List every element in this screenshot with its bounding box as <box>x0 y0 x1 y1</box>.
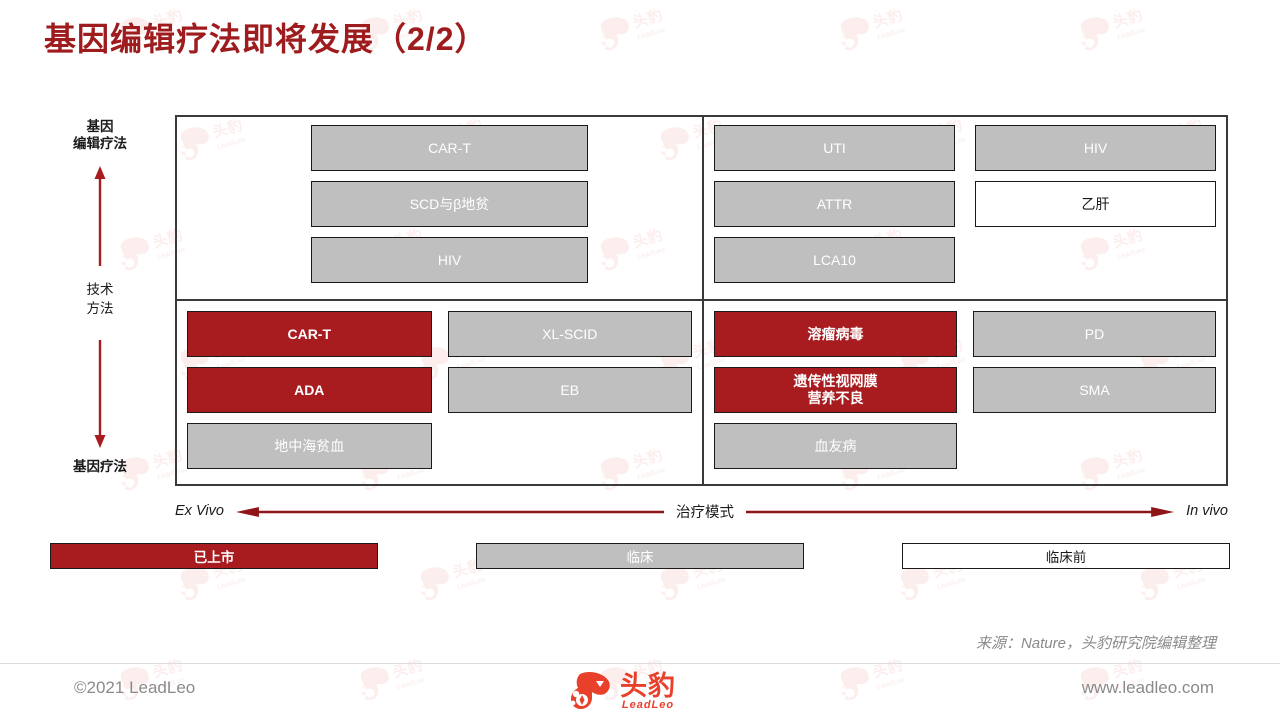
quadrant-top-right-column: HIV 乙肝 <box>965 117 1226 299</box>
horizontal-axis-center-label: 治疗模式 <box>676 504 734 521</box>
matrix-cell[interactable]: EB <box>447 367 692 413</box>
arrow-right-icon <box>746 505 1175 517</box>
svg-text:LeadLeo: LeadLeo <box>1116 26 1146 41</box>
svg-text:LeadLeo: LeadLeo <box>456 576 486 591</box>
matrix-cell[interactable]: HIV <box>311 237 588 283</box>
quadrant-top-left-column: CAR-T SCD与β地贫 HIV <box>177 117 702 299</box>
legend-item[interactable]: 临床前 <box>902 543 1230 569</box>
therapy-matrix: CAR-T SCD与β地贫 HIV UTI ATTR LCA10 HIV 乙肝 CAR-T A… <box>175 115 1228 486</box>
arrow-left-icon <box>235 505 664 517</box>
matrix-cell[interactable]: HIV <box>975 125 1216 171</box>
svg-text:LeadLeo: LeadLeo <box>936 576 966 591</box>
svg-text:头豹: 头豹 <box>631 6 665 32</box>
leopard-logo-icon <box>568 668 614 717</box>
horizontal-axis-left-label: Ex Vivo <box>175 503 224 519</box>
footer-divider <box>0 663 1280 664</box>
page-title: 基因编辑疗法即将发展（2/2） <box>44 21 488 57</box>
svg-text:LeadLeo: LeadLeo <box>1176 576 1206 591</box>
matrix-cell[interactable]: 乙肝 <box>975 181 1216 227</box>
matrix-cell[interactable]: XL-SCID <box>447 311 692 357</box>
matrix-cell[interactable]: 遗传性视网膜 营养不良 <box>714 367 957 413</box>
svg-text:LeadLeo: LeadLeo <box>696 576 726 591</box>
svg-text:LeadLeo: LeadLeo <box>876 26 906 41</box>
horizontal-axis-right-label: In vivo <box>1186 503 1229 519</box>
matrix-cell[interactable]: PD <box>973 311 1216 357</box>
matrix-horizontal-divider <box>177 299 1226 301</box>
quadrant-bottom-right-column: 溶瘤病毒遗传性视网膜 营养不良血友病 <box>704 301 965 484</box>
quadrant-bottom-left-column: XL-SCID EB <box>440 301 703 484</box>
legend-item[interactable]: 临床 <box>476 543 804 569</box>
matrix-vertical-divider <box>702 117 704 484</box>
quadrant-top-left: CAR-T SCD与β地贫 HIV <box>177 117 702 299</box>
copyright-text: ©2021 LeadLeo <box>74 678 196 697</box>
arrow-down-icon <box>93 340 107 448</box>
quadrant-bottom-right-column: PD SMA <box>965 301 1226 484</box>
matrix-cell[interactable]: UTI <box>714 125 955 171</box>
matrix-cell[interactable]: 血友病 <box>714 423 957 469</box>
matrix-cell[interactable]: ATTR <box>714 181 955 227</box>
svg-text:LeadLeo: LeadLeo <box>216 576 246 591</box>
vertical-axis-bottom-label: 基因疗法 <box>73 459 127 474</box>
matrix-cell[interactable]: CAR-T <box>311 125 588 171</box>
vertical-axis: 基因 编辑疗法 技术 方法 基因疗法 <box>52 118 148 488</box>
svg-text:头豹: 头豹 <box>1111 6 1145 32</box>
svg-text:头豹: 头豹 <box>871 6 905 32</box>
quadrant-bottom-left: CAR-T ADA 地中海贫血 XL-SCID EB <box>177 301 702 484</box>
svg-text:LeadLeo: LeadLeo <box>636 26 666 41</box>
matrix-cell[interactable]: SMA <box>973 367 1216 413</box>
vertical-axis-top-label: 基因 编辑疗法 <box>73 119 127 151</box>
legend-item[interactable]: 已上市 <box>50 543 378 569</box>
vertical-axis-middle-label: 技术 方法 <box>86 282 114 316</box>
arrow-up-icon <box>93 166 107 266</box>
brand-name-en: LeadLeo <box>621 699 675 711</box>
source-note: 来源：Nature，头豹研究院编辑整理 <box>975 635 1216 652</box>
horizontal-axis: Ex Vivo 治疗模式 In vivo <box>175 496 1228 526</box>
matrix-cell[interactable]: 溶瘤病毒 <box>714 311 957 357</box>
website-url: www.leadleo.com <box>1081 678 1214 697</box>
matrix-cell[interactable]: CAR-T <box>187 311 432 357</box>
matrix-cell[interactable]: LCA10 <box>714 237 955 283</box>
quadrant-top-right-column: UTI ATTR LCA10 <box>704 117 965 299</box>
brand-name-cn: 头豹 <box>620 671 676 701</box>
quadrant-top-right: UTI ATTR LCA10 HIV 乙肝 <box>704 117 1226 299</box>
leadleo-logo: 头豹 LeadLeo <box>568 668 712 716</box>
matrix-cell[interactable]: ADA <box>187 367 432 413</box>
matrix-cell[interactable]: SCD与β地贫 <box>311 181 588 227</box>
footer: ©2021 LeadLeo 头豹 LeadLeo www.leadleo.com <box>0 664 1280 720</box>
quadrant-bottom-left-column: CAR-T ADA 地中海贫血 <box>177 301 440 484</box>
matrix-cell[interactable]: 地中海贫血 <box>187 423 432 469</box>
legend: 已上市 临床 临床前 <box>0 543 1280 571</box>
